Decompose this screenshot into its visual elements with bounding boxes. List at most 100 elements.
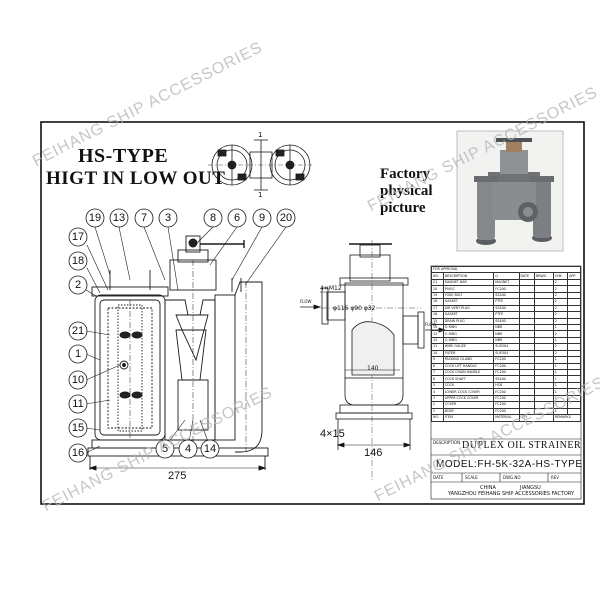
province-label: JIANGSU [520, 485, 541, 491]
table-cell: HC6 [493, 381, 520, 390]
balloon-label: 21 [71, 325, 85, 337]
table-cell [567, 291, 581, 300]
table-cell [518, 407, 535, 416]
drawing-label: DWG.NO [503, 475, 521, 480]
table-cell [518, 356, 535, 364]
table-cell: 2 [552, 291, 569, 300]
table-footer-cell: ITEM [442, 414, 495, 422]
table-cell: 2 [552, 304, 569, 313]
photo-caption: Factory physical picture [380, 166, 433, 217]
table-cell: 2 [552, 330, 569, 338]
table-cell: FC200 [493, 356, 520, 364]
table-header-row: NO. DESCRIPTION Q DATE DRWG. CHK. APP. [431, 272, 581, 280]
table-cell: SS400 [493, 375, 520, 383]
table-row: FOR APPROVAL [431, 265, 581, 274]
table-cell [567, 278, 581, 287]
table-cell: 2 [552, 401, 569, 409]
balloon-label: 3 [164, 212, 172, 224]
approval-cell: FOR APPROVAL [431, 265, 581, 274]
balloon-label: 15 [71, 422, 85, 434]
table-cell: 1 [552, 356, 569, 364]
factory-photo [456, 130, 564, 252]
table-cell [518, 311, 535, 319]
table-cell [567, 375, 581, 383]
table-cell: SS400 [493, 291, 520, 300]
table-cell: 1 [552, 368, 569, 377]
balloon-label: 14 [203, 443, 217, 455]
thread-dim: 4×M12 [320, 285, 342, 292]
date-label: DATE [433, 475, 444, 480]
table-cell [567, 394, 581, 403]
table-cell: NBR [493, 323, 520, 332]
table-header-cell: Q [493, 272, 520, 280]
table-cell: FC200 [493, 362, 520, 371]
table-cell: NBR [493, 330, 520, 338]
table-header-cell: CHK. [552, 272, 569, 280]
table-cell [567, 317, 581, 325]
table-cell: SUS304 [493, 349, 520, 358]
balloon-label: 13 [112, 212, 126, 224]
product-description: DUPLEX OIL STRAINER [462, 440, 582, 451]
table-cell: FC200 [493, 368, 520, 377]
table-cell: 2 [552, 298, 569, 306]
table-cell: 2 [552, 278, 569, 287]
table-cell: 2 [552, 285, 569, 293]
front-view [87, 235, 269, 471]
balloon-label: 2 [74, 279, 82, 291]
table-cell [567, 362, 581, 371]
balloon-label: 20 [279, 212, 293, 224]
side-view [300, 240, 447, 480]
table-cell [567, 336, 581, 345]
country-label: CHINA [480, 485, 496, 491]
balloon-label: 1 [74, 348, 82, 360]
company-name: YANGZHOU FEIHANG SHIP ACCESSORIES FACTOR… [448, 491, 575, 497]
table-footer-cell: MATERIAL [493, 414, 520, 422]
table-cell [567, 401, 581, 409]
balloon-label: 4 [184, 443, 192, 455]
balloon-label: 5 [161, 443, 169, 455]
flange-dim: φ115 φ90 φ32 [333, 305, 376, 312]
table-cell [518, 336, 535, 345]
balloon-label: 17 [71, 231, 85, 243]
table-cell: 1 [552, 323, 569, 332]
table-cell: NBR [493, 336, 520, 345]
table-cell [518, 343, 535, 351]
table-cell [567, 349, 581, 358]
side-inner-dim: 140 [367, 365, 379, 372]
side-width-dim: 146 [364, 447, 383, 459]
table-cell: FC200 [493, 394, 520, 403]
table-cell [518, 388, 535, 396]
title-block-lines [430, 265, 582, 500]
rev-label: REV [551, 475, 560, 480]
table-cell [518, 323, 535, 332]
bolt-hole-dim: 4×15 [320, 428, 345, 440]
table-cell [518, 285, 535, 293]
table-footer-row: NO. ITEM MATERIAL QTY REMARKS [431, 414, 582, 422]
table-footer-cell: NO. [431, 414, 444, 422]
photo-caption-line: Factory [380, 166, 430, 182]
table-footer-cell: REMARKS [552, 414, 582, 422]
balloon-label: 9 [258, 212, 266, 224]
table-cell: 2 [552, 317, 569, 325]
table-cell [567, 298, 581, 306]
section-mark-top: 1 [258, 131, 263, 139]
section-mark-bottom: 1 [258, 191, 263, 199]
table-cell [567, 368, 581, 377]
balloon-label: 10 [71, 374, 85, 386]
table-header-cell: DATE [518, 272, 535, 280]
table-cell: PTFE [493, 311, 520, 319]
balloon-label: 8 [209, 212, 217, 224]
table-cell: FC200 [493, 285, 520, 293]
